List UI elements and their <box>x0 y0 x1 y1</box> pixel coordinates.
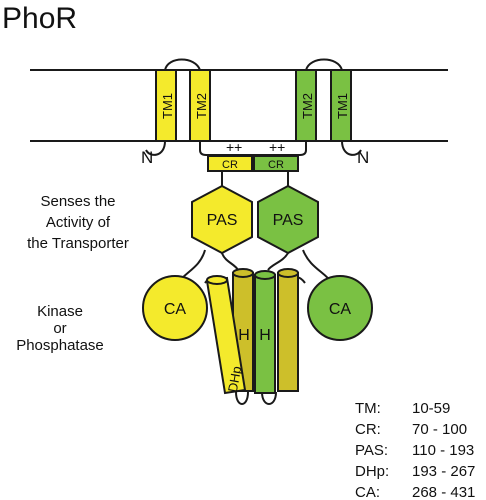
kinase-text-line-2: or <box>53 320 66 337</box>
diagram-title: PhoR <box>2 2 77 35</box>
h-label-left: H <box>238 327 250 344</box>
helix-bottom-loop-right <box>261 391 277 405</box>
tm2-cr-linker <box>199 141 307 156</box>
dhp-helix-front-right <box>254 270 276 394</box>
tm-loop-right <box>305 58 343 71</box>
helix-bottom-loop-left <box>235 391 249 405</box>
ca-label-left: CA <box>164 301 187 318</box>
senses-text-line-3: the Transporter <box>27 235 129 252</box>
n-terminus-label-left: N <box>141 148 153 167</box>
dhp-helix-back-right <box>277 268 299 392</box>
tm1-label-left: TM1 <box>160 93 175 119</box>
n-terminus-curl-right <box>341 140 362 156</box>
legend-key-dhp: DHp: <box>355 463 389 480</box>
legend-range-cr: 70 - 100 <box>412 421 467 438</box>
tm-loop-left <box>164 58 201 71</box>
pas-helix-linker-left <box>221 252 239 271</box>
kinase-text-line-3: Phosphatase <box>16 337 104 354</box>
n-terminus-label-right: N <box>357 148 369 167</box>
legend-range-tm: 10-59 <box>412 400 450 417</box>
legend-key-cr: CR: <box>355 421 381 438</box>
dhp-label: DHp <box>225 365 244 393</box>
ca-label-right: CA <box>329 301 352 318</box>
tm1-label-right: TM1 <box>335 93 350 119</box>
ca-domain-left <box>142 275 208 341</box>
tm1-helix-right <box>330 69 352 142</box>
legend-key-tm: TM: <box>355 400 381 417</box>
dhp-helix-front-left <box>205 275 247 395</box>
legend-key-pas: PAS: <box>355 442 388 459</box>
legend-range-dhp: 193 - 267 <box>412 463 475 480</box>
cr-box-left <box>207 155 253 172</box>
pas-label-right: PAS <box>273 212 304 229</box>
n-terminus-curl-left <box>145 140 166 156</box>
ca-domain-right <box>307 275 373 341</box>
tm1-helix-left <box>155 69 177 142</box>
pas-label-left: PAS <box>207 212 238 229</box>
kinase-text-line-1: Kinase <box>37 303 83 320</box>
h-label-right: H <box>259 327 271 344</box>
charge-plus-left: ++ <box>226 139 242 155</box>
pas-helix-linker-right <box>267 252 289 271</box>
tm2-label-right: TM2 <box>300 93 315 119</box>
legend-range-pas: 110 - 193 <box>412 442 474 459</box>
tm2-label-left: TM2 <box>194 93 209 119</box>
senses-text-line-2: Activity of <box>46 214 111 231</box>
cr-label-right: CR <box>268 159 284 171</box>
domain-range-legend: TM: 10-59 CR: 70 - 100 PAS: 110 - 193 DH… <box>355 400 475 500</box>
legend-range-ca: 268 - 431 <box>412 484 475 500</box>
cr-label-left: CR <box>222 159 238 171</box>
legend-key-ca: CA: <box>355 484 380 500</box>
charge-plus-right: ++ <box>269 139 285 155</box>
cr-box-right <box>253 155 299 172</box>
senses-text-line-1: Senses the <box>40 193 115 210</box>
